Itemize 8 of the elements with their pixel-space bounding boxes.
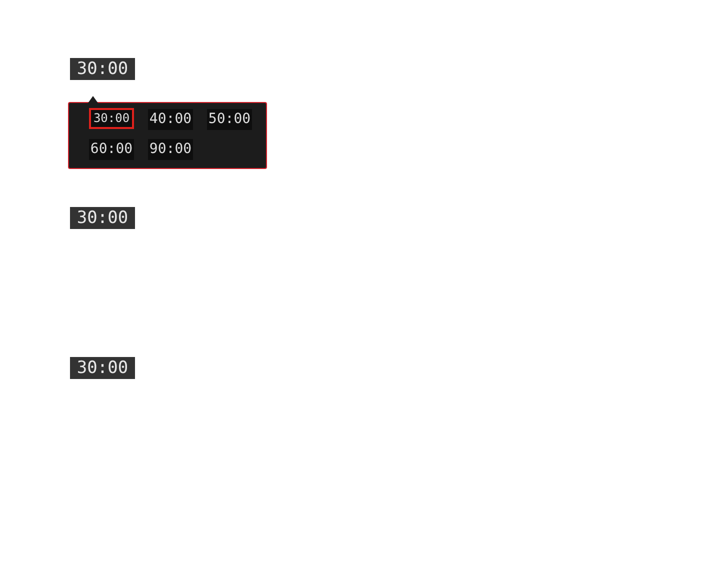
- time-option: 60:00: [89, 139, 134, 160]
- time-option: 50:00: [207, 109, 252, 130]
- time-option: 90:00: [148, 139, 193, 160]
- time-option: 40:00: [148, 109, 193, 130]
- time-display: 30:00: [70, 357, 135, 379]
- time-display: 30:00: [70, 207, 135, 229]
- time-display: 30:00: [70, 58, 135, 80]
- selected-time-option: 30:00: [89, 108, 134, 129]
